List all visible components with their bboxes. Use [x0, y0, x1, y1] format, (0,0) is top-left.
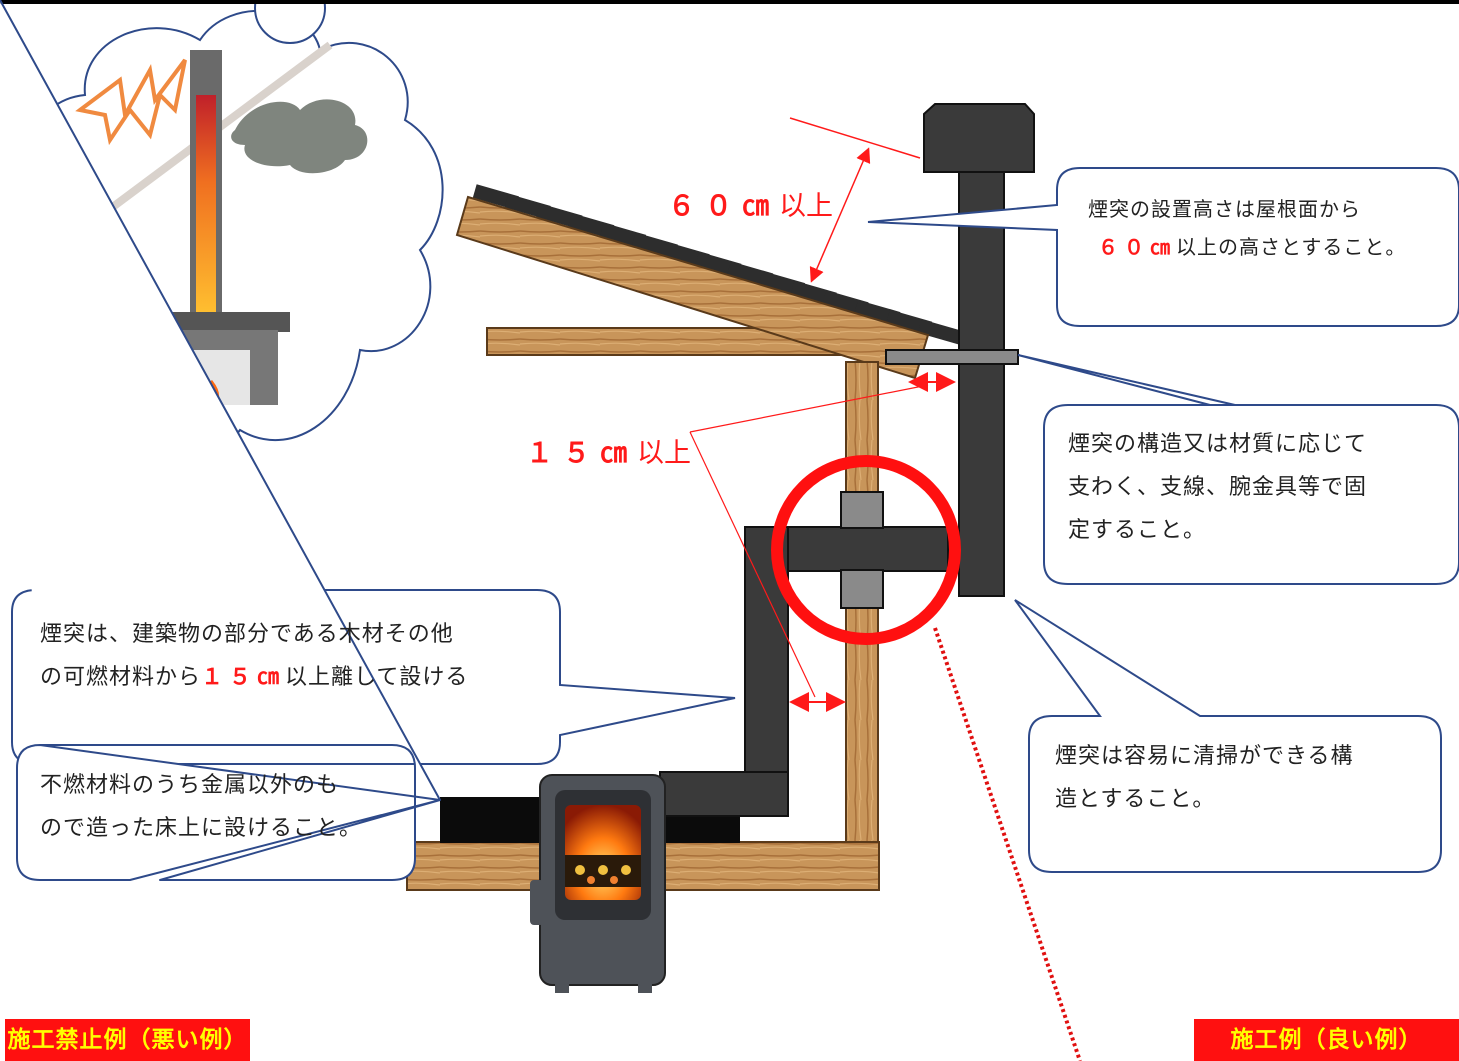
callout-distance-line2: の可燃材料から１５㎝以上離して設ける: [40, 665, 469, 690]
explosion-icon: [75, 58, 187, 146]
dim-60-label: ６０㎝以上: [668, 191, 833, 222]
callout-floor-line2: ので造った床上に設けること。: [40, 816, 363, 841]
callout-height-line1: 煙突の設置高さは屋根面から: [1088, 197, 1361, 221]
highlight-circle: [771, 455, 961, 645]
dim-15-leader-bottom: [689, 431, 816, 698]
callout-height-text: 煙突の設置高さは屋根面から ６０㎝以上の高さとすること。: [1088, 190, 1406, 266]
wood-stove-icon: [530, 774, 666, 993]
wooden-wall-bottom: [845, 639, 879, 846]
wall-thimble-bottom: [840, 569, 884, 609]
callout-floor-text: 不燃材料のうち金属以外のも ので造った床上に設けること。: [40, 764, 362, 850]
stove-flue-elbow: [659, 771, 789, 817]
roof-shingle: [917, 319, 964, 345]
roof-shingles: [472, 184, 964, 345]
chimney-cap: [923, 103, 1035, 173]
wall-thimble-top: [840, 491, 884, 529]
callout-distance-text: 煙突は、建築物の部分である木材その他 の可燃材料から１５㎝以上離して設ける: [40, 613, 468, 699]
callout-height-balloon: [867, 167, 1459, 327]
callout-cleaning-balloon: [1014, 599, 1442, 873]
callout-support-text: 煙突の構造又は材質に応じて 支わく、支線、腕金具等で固 定すること。: [1068, 423, 1367, 552]
dim-60-arrow: [809, 147, 871, 283]
good-example-badge: 施工例（良い例）: [1194, 1019, 1459, 1061]
callout-support-line2: 支わく、支線、腕金具等で固: [1068, 475, 1368, 500]
dotted-guide-line: [933, 627, 1082, 1061]
bad-example-badge: 施工禁止例（悪い例）: [5, 1019, 250, 1061]
callout-support-line3: 定すること。: [1068, 518, 1207, 543]
roof-flashing-plate: [885, 349, 1019, 365]
top-border: [0, 0, 1459, 4]
chimney-fire: [196, 95, 216, 315]
roof-height-ref-line: [789, 117, 921, 159]
chimney-pipe-vertical: [958, 161, 1005, 597]
callout-floor-balloon: [0, 0, 441, 881]
callout-distance-line1: 煙突は、建築物の部分である木材その他: [40, 622, 454, 647]
callout-support-balloon: [1017, 354, 1459, 585]
smoke-icon: [231, 99, 368, 174]
dim-15-label: １５㎝以上: [526, 438, 691, 469]
callout-cleaning-line1: 煙突は容易に清掃ができる構: [1055, 744, 1354, 769]
dim-15-leader-top: [689, 384, 929, 433]
callout-cleaning-text: 煙突は容易に清掃ができる構 造とすること。: [1055, 735, 1354, 821]
callout-support-line1: 煙突の構造又は材質に応じて: [1068, 432, 1368, 457]
callout-cleaning-line2: 造とすること。: [1055, 787, 1216, 812]
callout-floor-line1: 不燃材料のうち金属以外のも: [40, 773, 340, 798]
callout-height-line2: ６０㎝以上の高さとすること。: [1098, 235, 1407, 259]
